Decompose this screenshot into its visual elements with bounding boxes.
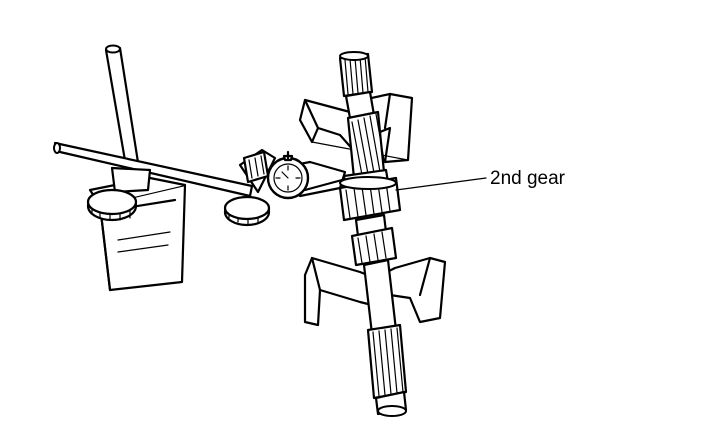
clamp-knob-left (86, 166, 152, 222)
callout-2nd-gear: 2nd gear (395, 168, 566, 191)
callout-label: 2nd gear (490, 168, 566, 189)
dial-indicator (266, 150, 347, 200)
clamp-knob-right (223, 148, 277, 227)
shaft-lower (350, 213, 408, 417)
callout-leader-line (395, 177, 487, 191)
second-gear (338, 176, 402, 222)
